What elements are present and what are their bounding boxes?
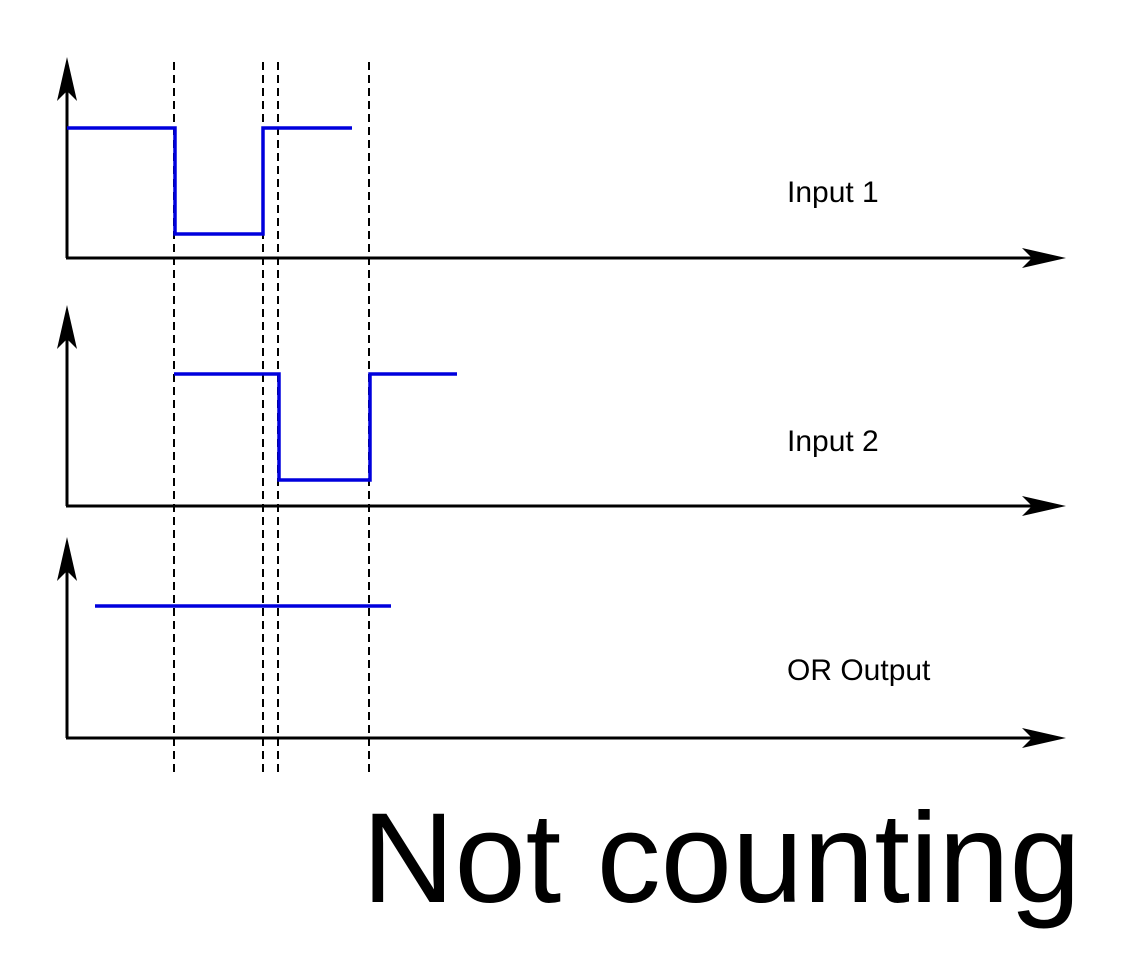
signal-label-or-output: OR Output [787,654,931,687]
panel-or-output: OR Output [57,537,1066,748]
signal-label-input-1: Input 1 [787,176,879,209]
y-axis-arrowhead [57,57,77,101]
x-axis-arrowhead [1022,248,1066,268]
y-axis-arrowhead [57,305,77,349]
panel-input-2: Input 2 [57,305,1066,516]
x-axis-arrowhead [1022,496,1066,516]
y-axis-arrowhead [57,537,77,581]
panel-input-1: Input 1 [57,57,1066,268]
x-axis-arrowhead [1022,728,1066,748]
caption: Not counting [362,787,1081,930]
guide-lines [173,62,370,772]
signal-label-input-2: Input 2 [787,425,879,458]
waveform-input-1 [67,126,352,236]
waveform-input-2 [174,372,457,482]
